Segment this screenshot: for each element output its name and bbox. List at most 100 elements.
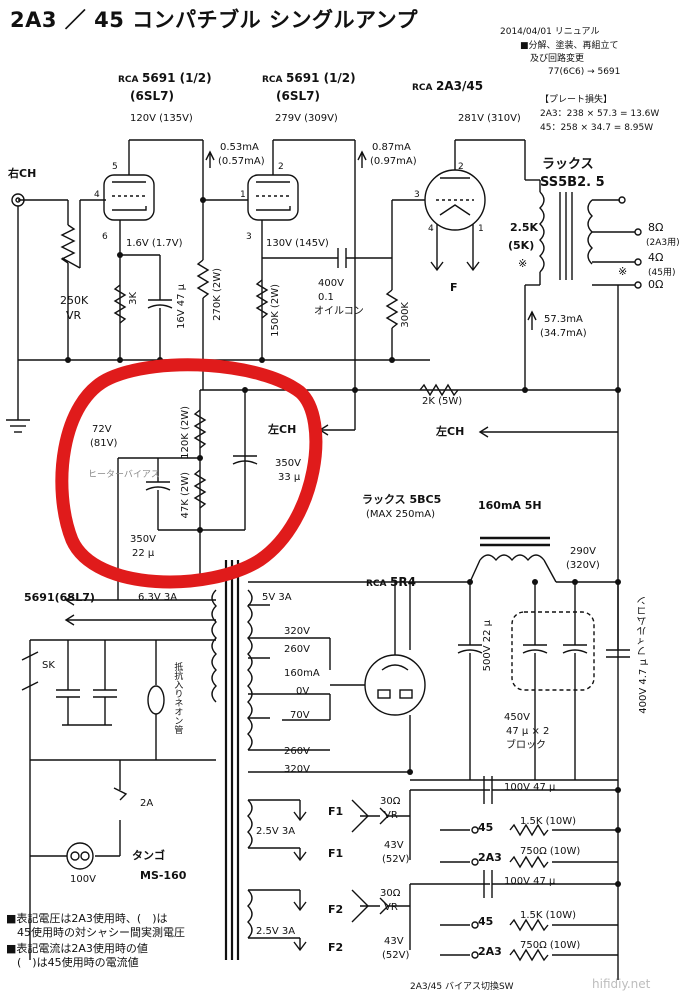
secondary-320a: 320V xyxy=(284,626,310,637)
power-transformer-icon xyxy=(224,560,240,960)
bias-voltage: 43V xyxy=(384,840,404,851)
pin-label: 1 xyxy=(478,224,484,234)
secondary-70v: 70V xyxy=(290,710,310,721)
bias-switch-label: 2A3/45 バイアス切換SW xyxy=(410,982,514,992)
mains-voltage: 100V xyxy=(70,874,96,885)
filament-f1b: F1 xyxy=(328,847,344,860)
bias2-voltage: 43V xyxy=(384,936,404,947)
output-transformer-icon xyxy=(539,191,593,280)
grid-resistor: 300K xyxy=(400,302,411,328)
pin-label: 2 xyxy=(458,162,464,172)
stage1-cathode-voltage: 1.6V (1.7V) xyxy=(126,238,183,249)
switch-label: SK xyxy=(42,660,55,671)
bias2-select-2a3: 2A3 xyxy=(478,945,502,958)
filament-f2: F2 xyxy=(328,903,344,916)
secondary-0v: 0V xyxy=(296,686,310,697)
decoupling-voltage: 72V xyxy=(92,424,112,435)
choke-icon xyxy=(480,536,550,547)
bus-resistor: 2K (5W) xyxy=(422,396,463,407)
transformer-model: MS-160 xyxy=(140,869,187,882)
secondary-260a: 260V xyxy=(284,644,310,655)
left-ch-output: 左CH xyxy=(436,425,465,438)
volume-label: VR xyxy=(66,309,82,322)
secondary-current: 160mA xyxy=(284,668,320,679)
bias-select-45: 45 xyxy=(478,821,494,834)
bias2-voltage-alt: (52V) xyxy=(382,950,410,961)
pin-label: 4 xyxy=(94,190,100,200)
bias2-vr-value: 30Ω xyxy=(380,888,401,899)
block-cap-type: ブロック xyxy=(506,740,546,751)
filament-label: F xyxy=(450,281,458,294)
output-trans-model: SS5B2. 5 xyxy=(540,175,605,190)
revision-item: 77(6C6) → 5691 xyxy=(548,67,621,77)
block-capacitor-outline xyxy=(511,611,595,691)
stage2-cathode-resistor: 150K (2W) xyxy=(270,284,281,337)
fuse-label: 2A xyxy=(140,798,154,809)
bias-cap: 100V 47 μ xyxy=(504,782,556,793)
tap-0ohm: 0Ω xyxy=(648,278,664,291)
decoupling-r1: 120K (2W) xyxy=(180,406,191,459)
filament-f1: F1 xyxy=(328,805,344,818)
choke-maker: ラックス 5BC5 xyxy=(362,493,442,506)
note-mark: ※ xyxy=(518,257,528,270)
plate-loss-title: 【プレート損失】 xyxy=(540,95,613,105)
v2-tube-sub: (6SL7) xyxy=(276,89,320,103)
bias-vr-value: 30Ω xyxy=(380,796,401,807)
bias-vr-label: VR xyxy=(384,810,398,821)
tap-4ohm-note: (45用) xyxy=(648,268,676,278)
block-cap-value: 47 μ × 2 xyxy=(506,726,550,737)
bias2-vr-label: VR xyxy=(384,902,398,913)
tap-8ohm: 8Ω xyxy=(648,221,664,234)
choke-rating: 160mA 5H xyxy=(478,499,542,512)
note-line: ■表記電圧は2A3使用時、( )は xyxy=(6,912,168,925)
heater-winding-1: 6.3V 3A xyxy=(138,592,178,603)
coupling-cap-voltage: 400V xyxy=(318,278,344,289)
b-plus-voltage-alt: (320V) xyxy=(566,560,600,571)
output-current-alt: (34.7mA) xyxy=(540,328,587,339)
output-impedance: 2.5K xyxy=(510,221,539,234)
filament-winding-1: 2.5V 3A xyxy=(256,826,296,837)
bias-voltage-alt: (52V) xyxy=(382,854,410,865)
heater-feed-label: 5691(6SL7) xyxy=(24,591,95,604)
rectifier-tube-icon xyxy=(364,654,426,716)
revision-item: ■分解、塗装、再組立て xyxy=(520,41,619,51)
stage1-cathode-resistor: 3K xyxy=(128,292,139,305)
bias-select-2a3: 2A3 xyxy=(478,851,502,864)
film-capacitor: 400V 4.7 μ フィルムコン xyxy=(638,596,649,714)
coupling-cap-value: 0.1 xyxy=(318,292,334,303)
revision-item: 及び回路変更 xyxy=(530,54,585,64)
bias2-r1: 1.5K (10W) xyxy=(520,910,577,921)
stage1-cathode-capacitor: 16V 47 μ xyxy=(176,284,187,330)
note-line: ( )は45使用時の電流値 xyxy=(6,956,139,969)
pin-label: 5 xyxy=(112,162,118,172)
b-plus-voltage: 290V xyxy=(570,546,596,557)
bias-r2: 750Ω (10W) xyxy=(520,846,581,857)
heater-winding-2: 5V 3A xyxy=(262,592,292,603)
pin-label: 6 xyxy=(102,232,108,242)
filament-f2b: F2 xyxy=(328,941,344,954)
stage1-plate-load: 270K (2W) xyxy=(212,268,223,321)
tap-8ohm-note: (2A3用) xyxy=(646,238,680,248)
neon-lamp-icon xyxy=(147,685,165,715)
volume-value: 250K xyxy=(60,294,89,307)
stage2-current-alt: (0.97mA) xyxy=(370,156,417,167)
decoupling-c1-voltage: 350V xyxy=(275,458,301,469)
filter-cap-1: 500V 22 μ xyxy=(482,620,493,672)
output-impedance-alt: (5K) xyxy=(508,239,535,252)
output-plate-voltage: 281V (310V) xyxy=(458,113,521,124)
note-mark-2: ※ xyxy=(618,265,628,278)
coupling-cap-type: オイルコン xyxy=(314,306,364,317)
stage2-cathode-voltage: 130V (145V) xyxy=(266,238,329,249)
stage1-current: 0.53mA xyxy=(220,142,259,153)
rectifier-label: RCA 5R4 xyxy=(366,575,416,589)
heater-bias-note: ヒーターバイアス xyxy=(88,470,160,480)
decoupling-c2-value: 22 μ xyxy=(132,548,155,559)
plate-loss-45: 45：258 × 34.7 = 8.95W xyxy=(540,123,654,133)
v3-tube-label: RCA 2A3/45 xyxy=(412,79,484,93)
tap-4ohm: 4Ω xyxy=(648,251,664,264)
output-tube-icon xyxy=(424,169,486,231)
decoupling-voltage-alt: (81V) xyxy=(90,438,118,449)
decoupling-c1-value: 33 μ xyxy=(278,472,301,483)
